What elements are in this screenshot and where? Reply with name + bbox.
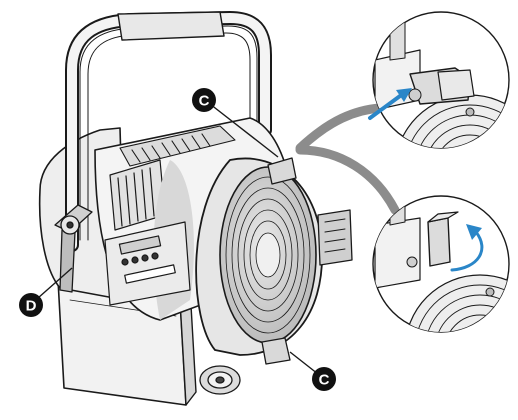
- callout-label-c-bottom: C: [319, 372, 330, 389]
- leader-line-c-bottom: [289, 351, 319, 375]
- callout-badge-d: [19, 293, 43, 317]
- accessory-clip-top: [267, 157, 297, 185]
- rotate-arrow-icon: [450, 224, 484, 272]
- callout-c-bottom: C: [289, 351, 336, 391]
- filter-holder: [317, 209, 353, 266]
- push-arrow-icon: [368, 88, 412, 120]
- leader-line-d: [37, 267, 73, 299]
- focus-knob: [199, 365, 241, 395]
- callout-c-top: C: [192, 88, 279, 158]
- leader-line-c-top: [209, 103, 279, 158]
- top-vents: [119, 125, 236, 167]
- detail-circle-bottom: [372, 195, 510, 333]
- clip-detail-bottom: [427, 217, 451, 267]
- zoom-band-bottom: [295, 145, 400, 215]
- side-vents: [109, 159, 166, 231]
- fresnel-lens: [219, 166, 317, 344]
- fixture-body: [38, 11, 353, 406]
- callout-badge-c-bottom: [312, 367, 336, 391]
- zoom-band-top: [295, 103, 385, 153]
- callout-badge-c-top: [192, 88, 216, 112]
- control-panel: [104, 221, 191, 306]
- handle-grip: [117, 11, 225, 41]
- accessory-clip-bottom: [261, 337, 291, 365]
- zoom-bands: [295, 103, 400, 215]
- callout-label-d: D: [26, 298, 37, 315]
- callout-d-left: D: [19, 267, 73, 317]
- callout-label-c-top: C: [199, 93, 210, 110]
- tilt-lock-knob: [54, 204, 93, 293]
